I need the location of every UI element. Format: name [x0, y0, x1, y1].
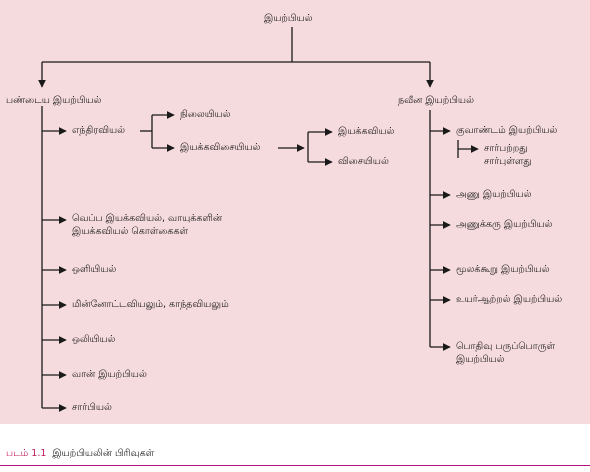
- atomic-physics-node: அணு இயற்பியல்: [456, 189, 532, 200]
- caption-divider: [0, 465, 590, 466]
- tree-connectors: [38, 27, 479, 412]
- figure-caption: படம் 1.1 இயற்பியலின் பிரிவுகள்: [6, 448, 154, 460]
- diagram-panel: [0, 0, 590, 424]
- high-energy-physics-node: உயர்ஆற்றல் இயற்பியல்: [456, 294, 563, 305]
- figure-title: இயற்பியலின் பிரிவுகள்: [52, 448, 155, 459]
- modern-physics-node: நவீன இயற்பியல்: [398, 95, 474, 106]
- dynamics-node: இயக்கவிசையியல்: [180, 142, 261, 153]
- thermodynamics-node-line2: இயக்கவியல் கொள்கைகள்: [72, 226, 189, 237]
- quantum-relativistic-node: சார்பற்றது: [484, 143, 528, 154]
- acoustics-node: ஒலியியல்: [72, 334, 116, 345]
- figure-number: படம் 1.1: [6, 448, 47, 459]
- kinetics-node: விசையியல்: [338, 156, 389, 167]
- mechanics-node: எந்திரவியல்: [72, 125, 126, 136]
- statics-node: நிலையியல்: [180, 109, 231, 120]
- quantum-nonrelativistic-node: சார்புள்ளது: [484, 156, 532, 167]
- classical-physics-node: பண்டைய இயற்பியல்: [6, 95, 102, 106]
- condensed-matter-node-line1: பொதிவு பருப்பொருள்: [456, 341, 556, 352]
- root-node-physics: இயற்பியல்: [264, 13, 313, 24]
- quantum-physics-node: குவாண்டம் இயற்பியல்: [456, 125, 558, 136]
- nuclear-physics-node: அணுக்கரு இயற்பியல்: [456, 219, 553, 230]
- electromagnetism-node: மின்னோட்டவியலும், காந்தவியலும்: [72, 299, 229, 310]
- optics-node: ஒளியியல்: [72, 264, 117, 275]
- thermodynamics-node-line1: வெப்ப இயக்கவியல், வாயுக்களின்: [72, 213, 223, 224]
- molecular-physics-node: மூலக்கூறு இயற்பியல்: [456, 264, 550, 275]
- kinematics-node: இயக்கவியல்: [338, 126, 395, 137]
- relativity-node: சார்பியல்: [72, 402, 112, 413]
- condensed-matter-node-line2: இயற்பியல்: [456, 354, 505, 365]
- astrophysics-node: வான் இயற்பியல்: [72, 369, 147, 380]
